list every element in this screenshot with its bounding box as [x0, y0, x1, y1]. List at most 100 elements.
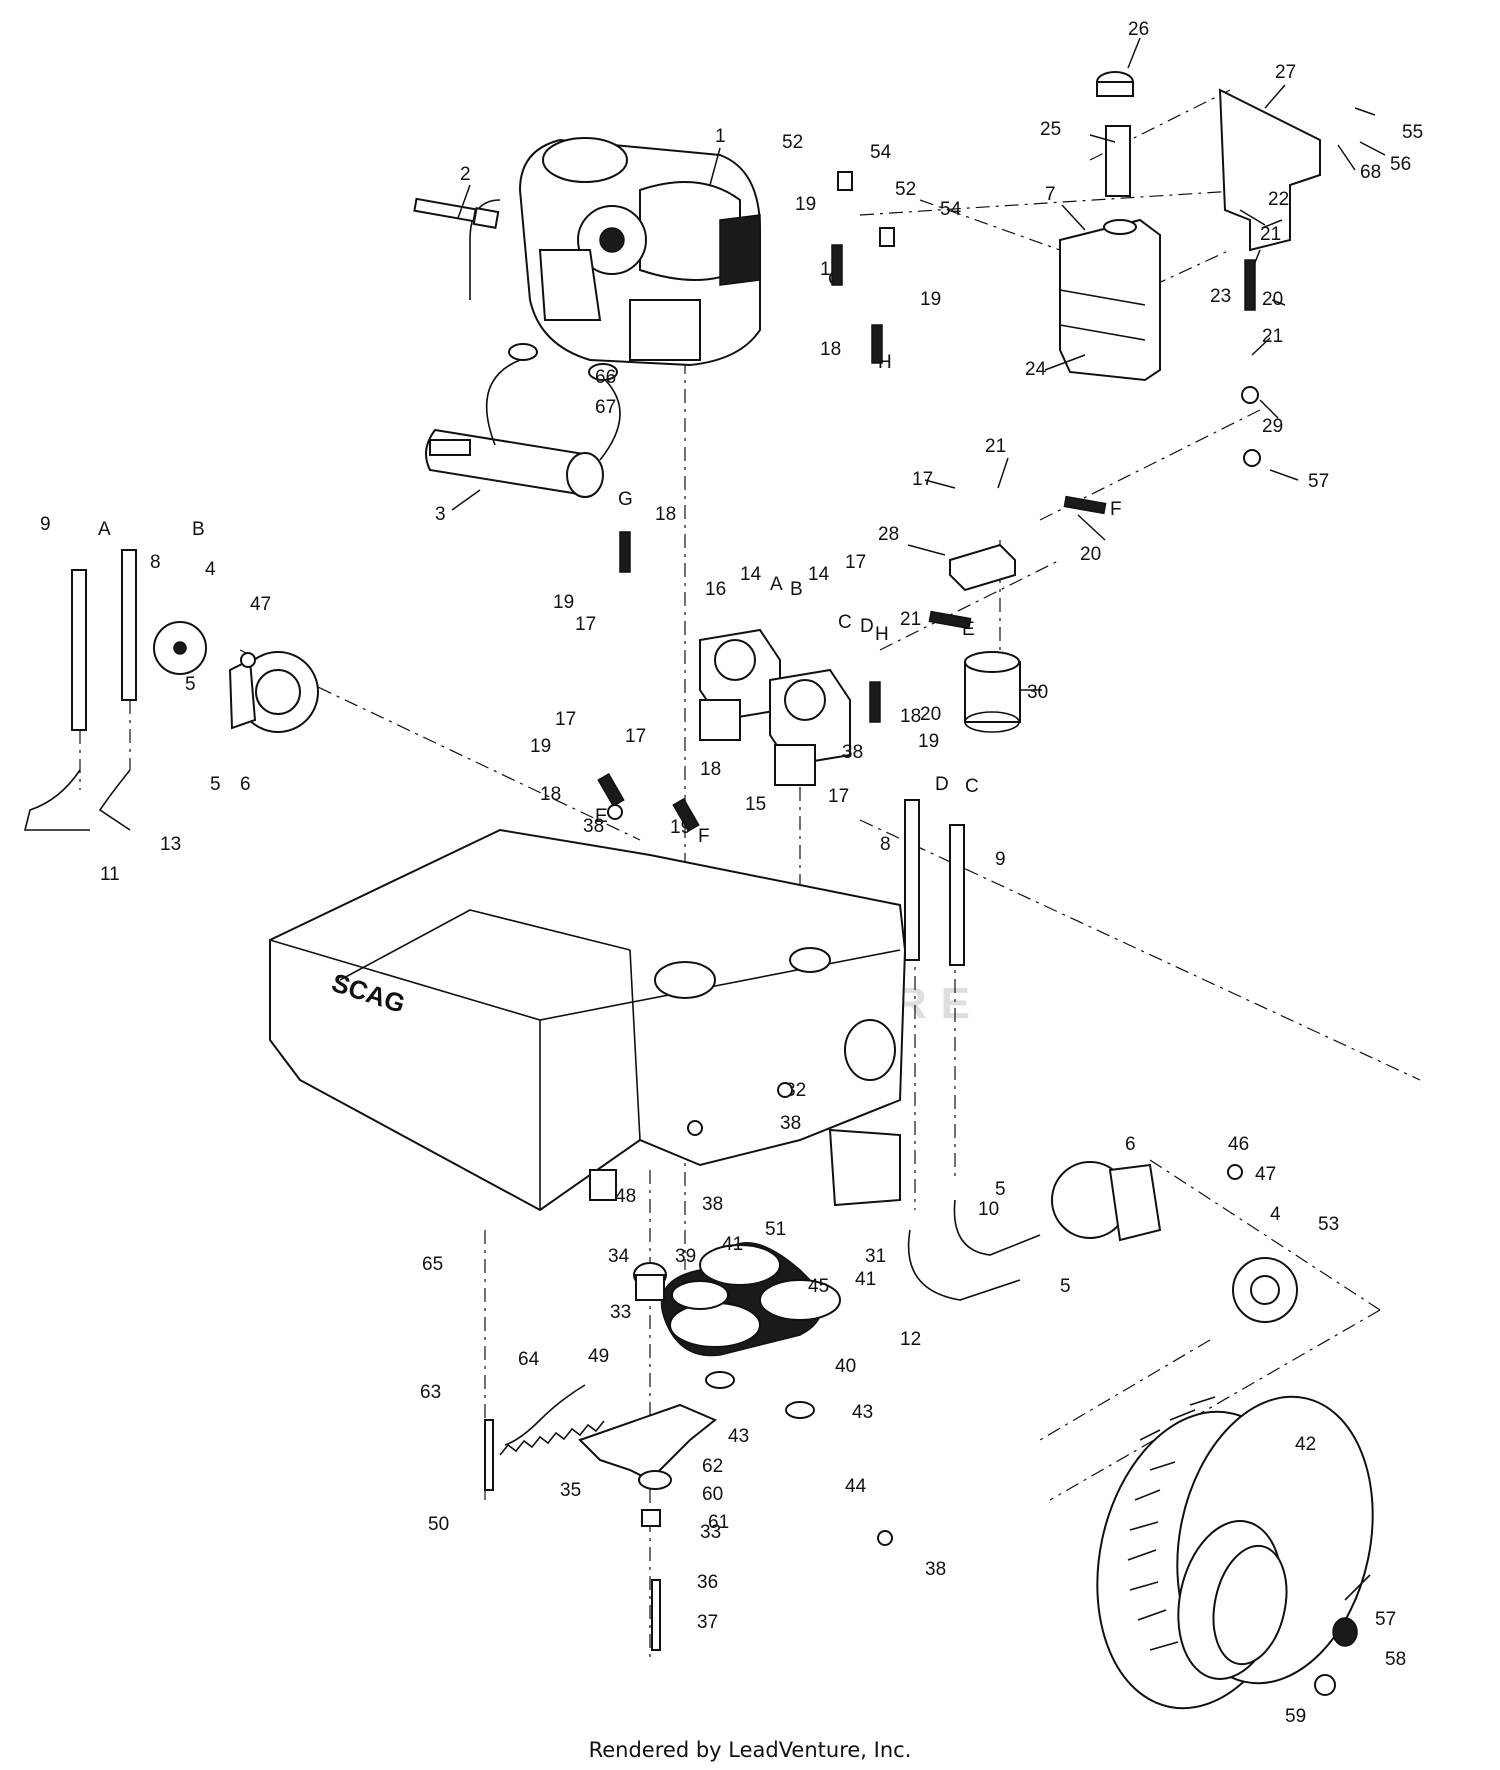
- callout: 18: [540, 784, 561, 805]
- muffler: [425, 343, 621, 498]
- callout: 2: [460, 164, 471, 185]
- callout: 18: [900, 706, 921, 727]
- chassis-frame: SCAG: [269, 828, 907, 1212]
- callout: 21: [1260, 224, 1281, 245]
- hoses-left: [23, 549, 137, 831]
- callout: 43: [728, 1426, 749, 1447]
- callout: 67: [595, 397, 616, 418]
- fuel-tank: [1059, 71, 1161, 382]
- callout: 5: [185, 674, 196, 695]
- connector: G: [618, 489, 633, 510]
- callout: 19: [553, 592, 574, 613]
- callout: 17: [912, 469, 933, 490]
- connector: A: [98, 519, 111, 540]
- callout: 48: [615, 1186, 636, 1207]
- callout: 51: [765, 1219, 786, 1240]
- callout: 10: [978, 1199, 999, 1220]
- callout: 17: [575, 614, 596, 635]
- callout: 38: [842, 742, 863, 763]
- connector: B: [192, 519, 205, 540]
- callout: 25: [1040, 119, 1061, 140]
- callout: 54: [870, 142, 892, 163]
- callout: 17: [625, 726, 646, 747]
- callout: 49: [588, 1346, 609, 1367]
- callout: 52: [782, 132, 803, 153]
- callout: 20: [920, 704, 941, 725]
- callout: 47: [250, 594, 271, 615]
- callout: 65: [422, 1254, 443, 1275]
- callout: 19: [795, 194, 816, 215]
- callout: 29: [1262, 416, 1283, 437]
- belt-drive: [633, 1242, 841, 1419]
- callout-numbers: 1 2 3 4 4 5 5 5 5 6 6 7 8 8 9 9 10 11 12…: [40, 19, 1423, 1727]
- callout: 59: [1285, 1706, 1306, 1727]
- callout: 30: [1027, 682, 1048, 703]
- callout: 21: [985, 436, 1006, 457]
- drive-shaft: [413, 197, 500, 229]
- connector: B: [790, 579, 803, 600]
- callout: 56: [1390, 154, 1411, 175]
- connector-letters: A A B B C C D D E E F F G G H H: [98, 269, 1122, 847]
- callout: 58: [1385, 1649, 1406, 1670]
- callout: 38: [702, 1194, 723, 1215]
- callout: 23: [1210, 286, 1231, 307]
- callout: 19: [530, 736, 551, 757]
- callout: 38: [583, 816, 604, 837]
- callout: 22: [1268, 189, 1289, 210]
- callout: 11: [100, 864, 120, 885]
- callout: 18: [655, 504, 676, 525]
- callout-lines: [451, 37, 1386, 691]
- callout: 63: [420, 1382, 441, 1403]
- connector: E: [595, 806, 608, 827]
- oil-filter: [949, 543, 1021, 733]
- connector: F: [698, 826, 710, 847]
- callout: 61: [708, 1512, 729, 1533]
- callout: 41: [722, 1234, 743, 1255]
- callout: 14: [740, 564, 762, 585]
- callout: 39: [675, 1246, 696, 1267]
- wheel-motor-left: [153, 621, 319, 733]
- callout: 13: [160, 834, 181, 855]
- connector: C: [965, 776, 979, 797]
- callout: 20: [1262, 289, 1283, 310]
- callout: 57: [1308, 471, 1329, 492]
- connector: D: [935, 774, 949, 795]
- callout: 5: [210, 774, 221, 795]
- idler-arm: [484, 1384, 717, 1651]
- callout: 17: [555, 709, 576, 730]
- connector: F: [1110, 499, 1122, 520]
- callout: 42: [1295, 1434, 1316, 1455]
- callout: 28: [878, 524, 899, 545]
- callout: 16: [705, 579, 726, 600]
- callout: 19: [920, 289, 941, 310]
- rear-tire: [1096, 1395, 1374, 1710]
- callout: 24: [1025, 359, 1047, 380]
- callout: 54: [940, 199, 962, 220]
- callout: 53: [1318, 1214, 1339, 1235]
- callout: 20: [1080, 544, 1101, 565]
- callout: 45: [808, 1276, 829, 1297]
- callout: 43: [852, 1402, 873, 1423]
- callout: 8: [880, 834, 891, 855]
- callout: 34: [608, 1246, 630, 1267]
- tank-bracket: [1218, 88, 1321, 252]
- callout: 1: [715, 126, 726, 147]
- callout: 33: [700, 1522, 721, 1543]
- callout: 27: [1275, 62, 1296, 83]
- callout: 3: [435, 504, 446, 525]
- wheel-motor-right: [1051, 1161, 1298, 1323]
- callout: 31: [865, 1246, 886, 1267]
- callout: 38: [780, 1113, 801, 1134]
- callout: 7: [1045, 184, 1056, 205]
- engine: [469, 137, 761, 367]
- callout: 6: [1125, 1134, 1136, 1155]
- callout: 9: [995, 849, 1006, 870]
- callout: 8: [150, 552, 161, 573]
- callout: 17: [845, 552, 866, 573]
- callout: 60: [702, 1484, 723, 1505]
- callout: 66: [595, 367, 616, 388]
- callout: 21: [1262, 326, 1283, 347]
- callout: 46: [1228, 1134, 1249, 1155]
- connector: A: [770, 574, 783, 595]
